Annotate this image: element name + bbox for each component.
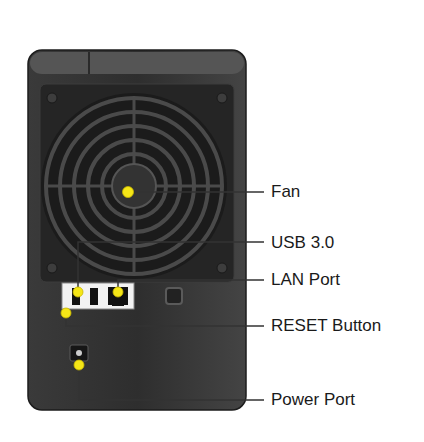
part-label: LAN Port — [270, 270, 341, 290]
part-label: Fan — [270, 182, 301, 202]
part-label: RESET Button — [270, 316, 382, 336]
part-label: USB 3.0 — [270, 233, 335, 253]
part-label: Power Port — [270, 390, 356, 410]
